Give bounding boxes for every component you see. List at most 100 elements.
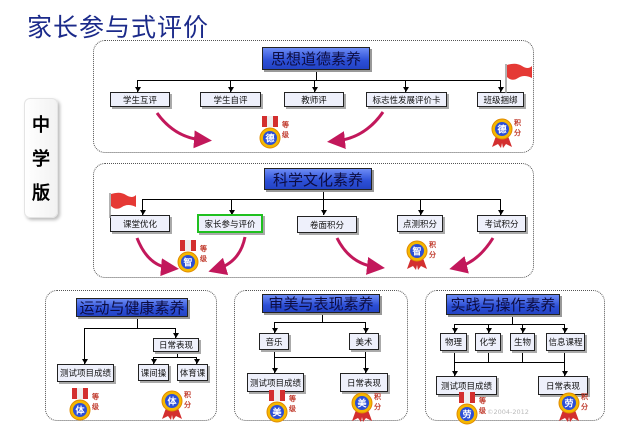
page-title: 家长参与式评价 [27,13,210,42]
connector-line [137,317,138,328]
medal-label: 等级 [282,120,289,139]
connector-line [365,322,366,333]
medal-char: 德 [497,124,506,136]
arrow-down-icon [134,87,141,92]
connector-line [564,351,565,362]
header-science: 科学文化素养 [264,168,372,190]
points-medal-icon: 美积分 [350,388,390,422]
item-self-review: 学生自评 [200,92,261,107]
item-music: 音乐 [259,333,289,350]
panel-science [93,163,534,278]
item-physics: 物理 [440,333,467,351]
connector-line [274,322,275,333]
connector-line [84,328,176,329]
edition-char: 学 [32,149,50,170]
arrow-down-icon [139,210,146,215]
curved-arrow [335,237,385,275]
medal-char: 美 [272,407,282,419]
arrow-down-icon [485,328,492,333]
red-flag-icon [505,63,532,93]
arrow-down-icon [320,210,327,215]
medal-label: 等级 [289,394,296,413]
points-medal-icon: 德积分 [490,114,530,148]
arrow-down-icon [81,359,88,364]
medal-char: 智 [412,246,421,258]
item-biology: 生物 [510,333,535,351]
connector-line [316,70,317,80]
item-parent-review: 家长参与评价 [197,214,263,233]
medal-char: 智 [183,257,192,269]
arrow-down-icon [561,328,568,333]
panel-moral [93,40,534,153]
points-medal-icon: 智积分 [405,236,445,270]
medal-label: 积分 [184,390,191,409]
medal-label: 等级 [92,392,99,411]
connector-line [231,199,232,215]
connector-line [420,199,421,215]
connector-line [454,324,565,325]
item-teacher-review: 教师评 [284,92,344,107]
arrow-down-icon [362,328,369,333]
connector-line [137,80,501,81]
curved-arrow [327,111,385,150]
connector-line [314,80,315,92]
connector-line [322,313,323,322]
arrow-down-icon [150,359,157,364]
curved-arrow [135,237,179,277]
connector-line [274,350,275,373]
item-class-binding: 班级捆绑 [477,92,524,107]
arrow-down-icon [561,371,568,376]
header-practice: 实践与操作素养 [446,294,560,315]
arrow-down-icon [362,368,369,373]
arrow-down-icon [417,210,424,215]
panel-arts [234,290,408,421]
arrow-down-icon [311,87,318,92]
connector-line [488,351,489,362]
edition-char: 版 [32,183,50,204]
connector-line [454,362,455,376]
medal-label: 积分 [514,118,521,137]
header-moral: 思想道德素养 [262,47,370,70]
item-spot-test: 点测积分 [397,215,443,232]
connector-line [323,190,324,199]
item-test: 测试项目成绩 [57,364,114,382]
curved-arrow [449,237,495,274]
medal-char: 体 [75,405,85,417]
arrow-down-icon [271,328,278,333]
arrow-down-icon [519,328,526,333]
connector-line [512,315,513,324]
curved-arrow [208,236,247,275]
medal-char: 美 [357,398,367,410]
grade-medal-icon: 劳等级 [455,392,495,426]
arrow-down-icon [193,359,200,364]
connector-line [365,350,366,373]
panel-practice [425,290,605,421]
item-pe: 体育课 [177,364,208,381]
watermark: ©2004-2012 [487,408,529,416]
connector-line [500,199,501,215]
item-daily: 日常表现 [153,338,199,352]
medal-char: 劳 [462,409,471,421]
points-medal-icon: 劳积分 [557,388,597,422]
panel-sports [45,290,217,421]
medal-label: 积分 [581,392,588,411]
grade-medal-icon: 德等级 [258,116,298,150]
arrow-down-icon [451,328,458,333]
arrow-down-icon [228,210,235,215]
points-medal-icon: 体积分 [160,386,200,420]
item-development-card: 标志性发展评价卡 [366,92,447,107]
curved-arrow [155,112,212,149]
connector-line [405,80,406,92]
connector-line [137,80,138,92]
grade-medal-icon: 体等级 [68,388,108,422]
item-peer-review: 学生互评 [110,92,170,107]
red-flag-icon [109,192,136,218]
connector-line [323,199,324,215]
connector-line [274,322,366,323]
connector-line [454,362,565,363]
arrow-down-icon [451,371,458,376]
item-exercise: 课间操 [138,364,169,381]
grade-medal-icon: 美等级 [265,390,305,424]
item-art: 美术 [349,333,379,350]
medal-char: 体 [167,396,177,408]
